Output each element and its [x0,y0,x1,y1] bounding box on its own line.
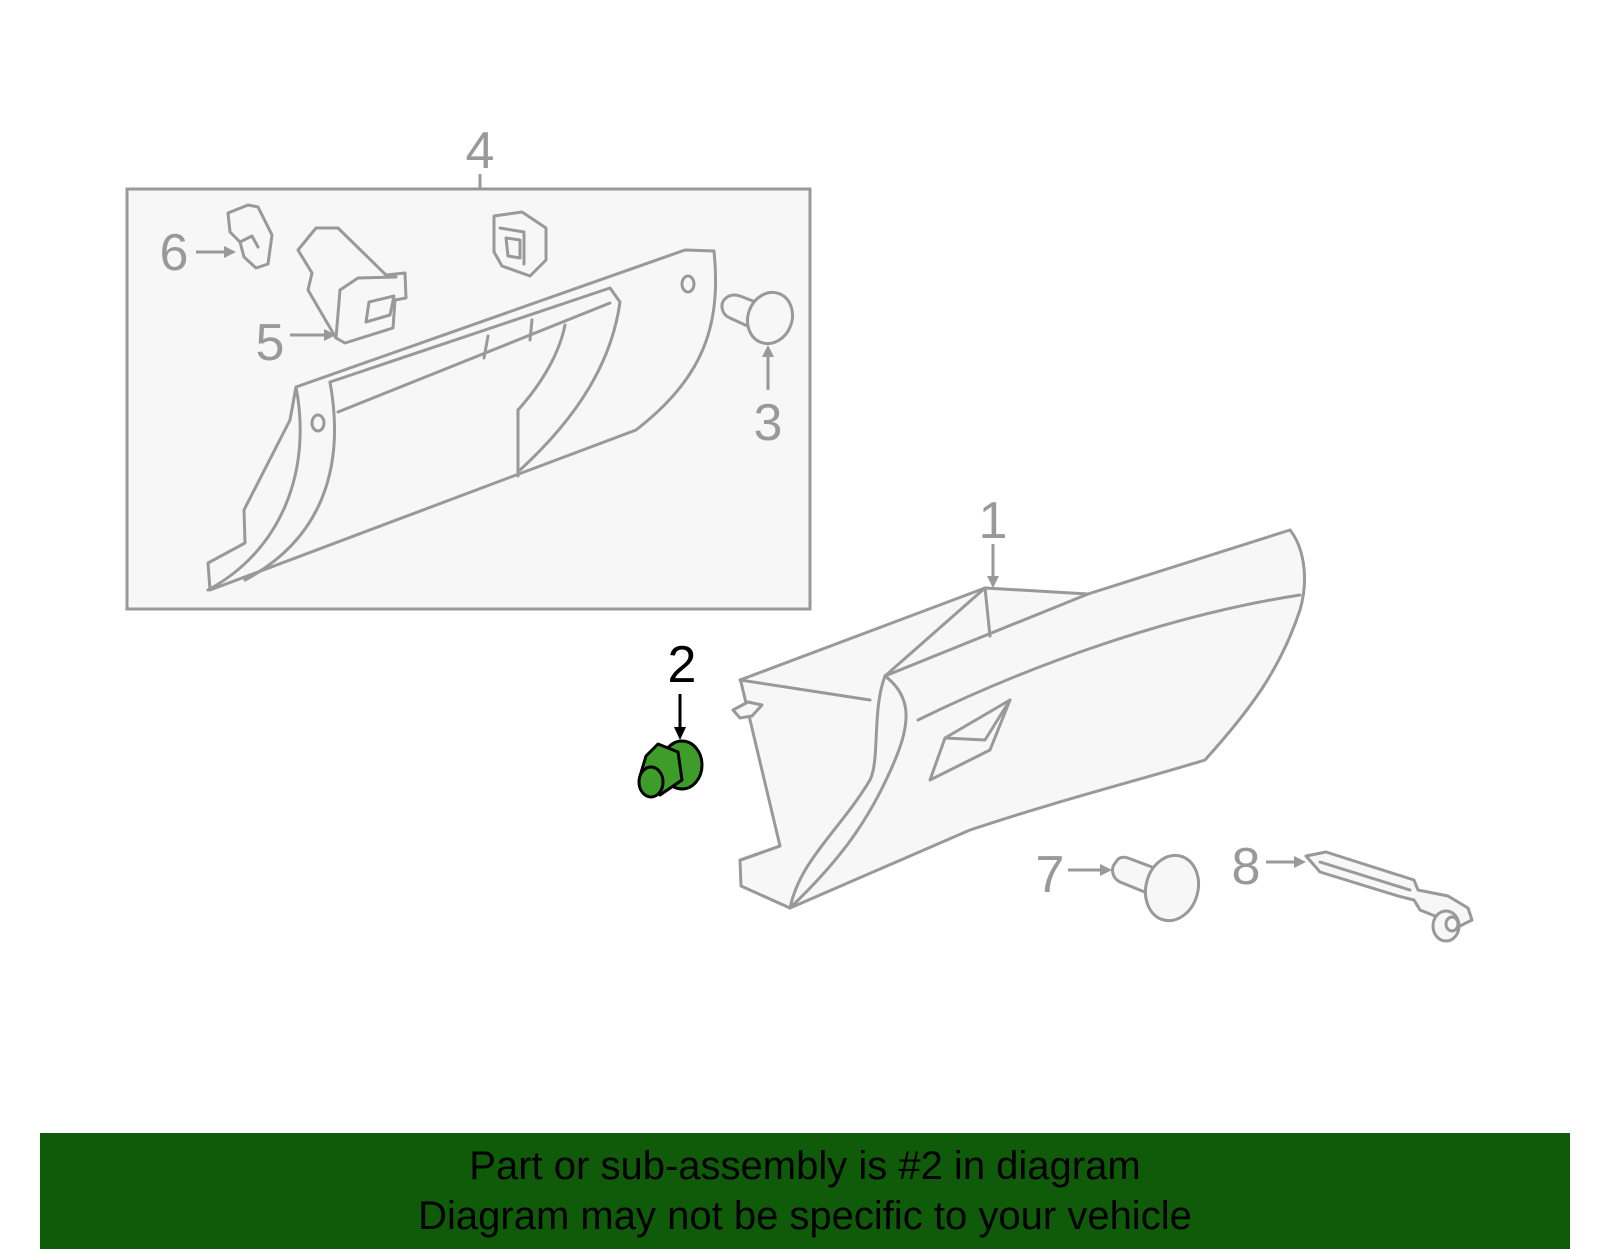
part-3-pushpin [720,290,795,346]
callout-6-arrowhead [224,246,236,258]
banner-line-2: Diagram may not be specific to your vehi… [418,1194,1192,1238]
part-5-bracket [296,226,408,345]
callout-6: 6 [160,224,189,282]
part-1-glove-box [731,528,1307,910]
callout-2-arrowhead [674,727,686,740]
callout-3: 3 [754,394,783,452]
glove-box-door [206,248,718,592]
callout-8: 8 [1232,838,1261,896]
info-banner: Part or sub-assembly is #2 in diagram Di… [40,1133,1570,1249]
part-2-tip [637,765,665,799]
callout-8-arrowhead [1294,856,1306,868]
part-8-damper [1304,850,1474,943]
part-2-clip-highlighted [637,739,704,799]
part-6-clip [226,203,274,270]
callout-1: 1 [979,492,1008,550]
callout-1-arrowhead [987,576,999,588]
square-clip [492,210,548,278]
banner-line-1: Part or sub-assembly is #2 in diagram [469,1144,1141,1188]
callout-4: 4 [466,122,495,180]
part-7-pushpin [1111,853,1201,923]
callout-5: 5 [256,314,285,372]
callout-3-arrowhead [762,345,774,357]
callout-7: 7 [1036,846,1065,904]
callout-2: 2 [668,636,697,694]
callout-5-arrowhead [324,329,336,341]
callout-7-arrowhead [1100,864,1112,876]
